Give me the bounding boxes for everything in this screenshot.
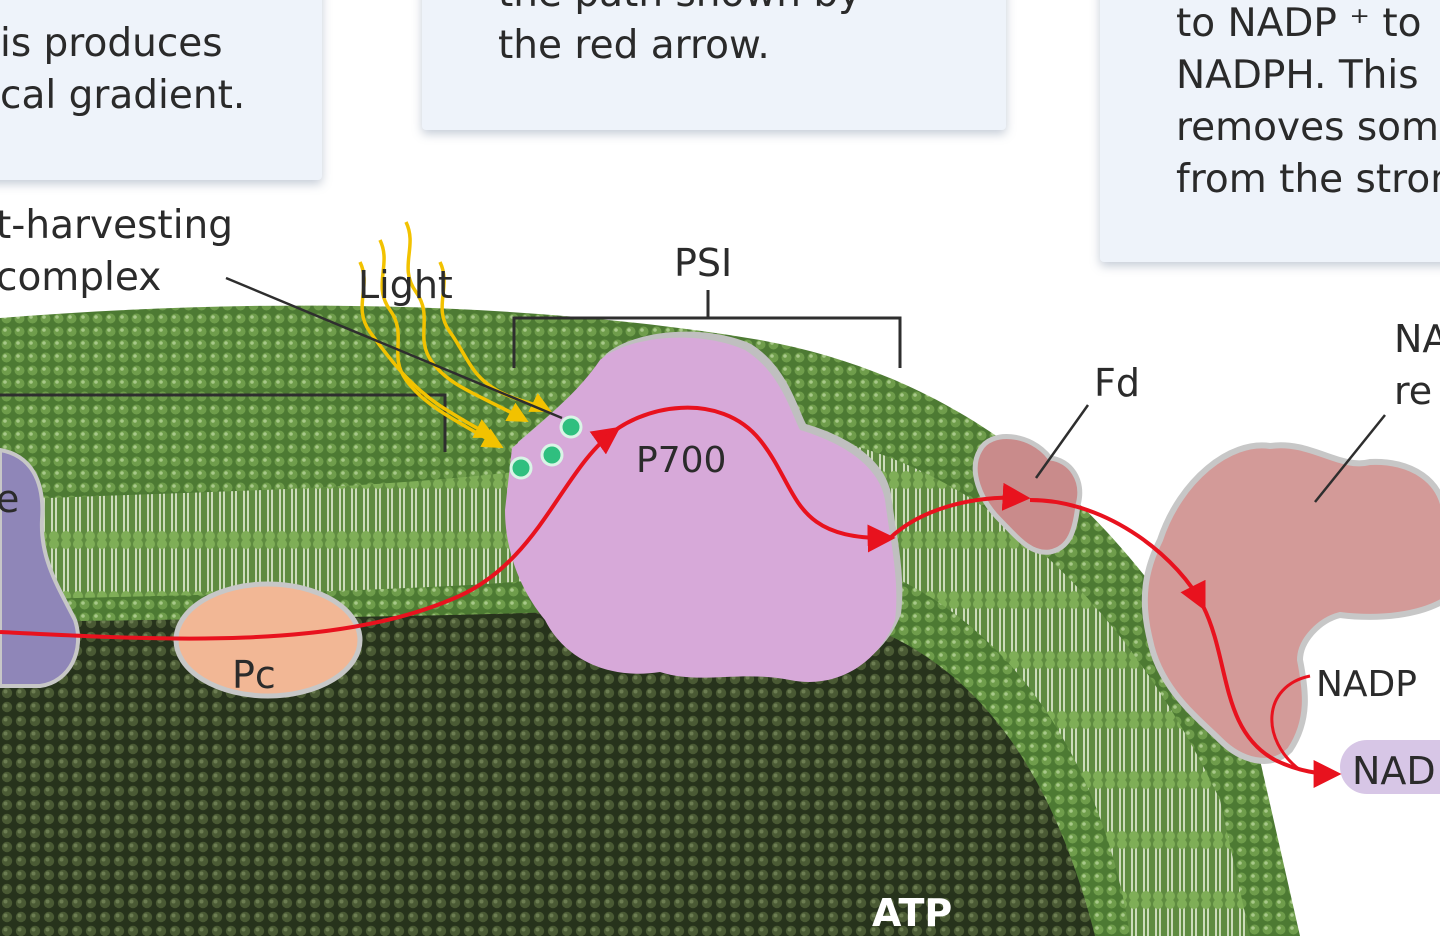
psi-bracket [512, 290, 902, 368]
nadph-label: NAD [1352, 749, 1436, 793]
membrane-inner-surface [0, 560, 1130, 936]
electron-path [0, 405, 1342, 788]
light-harvesting-pigments [509, 415, 583, 480]
nadp-reductase-label-line-1: NA [1394, 317, 1440, 361]
text-box-middle-line-2: the red arrow. [498, 23, 770, 68]
nadp-plus-arrow [1270, 674, 1311, 772]
membrane-bilayer [0, 430, 1250, 936]
light-harvesting-leader [225, 276, 563, 420]
text-box-left-line-1: is produces [0, 21, 223, 66]
left-protein [0, 447, 81, 688]
text-box-right-line-1: to NADP ⁺ to [1176, 1, 1422, 46]
text-box-left: is produces cal gradient. [0, 0, 322, 180]
pc-label: Pc [232, 653, 276, 697]
p700-label: P700 [636, 440, 726, 481]
psi-protein [505, 337, 897, 682]
nadp-reductase-label-line-2: re [1394, 369, 1432, 413]
text-box-right-line-2: NADPH. This [1176, 53, 1419, 98]
nadp-reductase-leader [1314, 414, 1386, 503]
nadp-reductase [1141, 442, 1440, 764]
fd-leader [1034, 404, 1090, 479]
nadph-pill [1340, 740, 1440, 794]
light-harvesting-label-line-1: t-harvesting [0, 203, 233, 248]
nadp-plus-label: NADP [1316, 664, 1417, 705]
text-box-right-line-4: from the stron [1176, 157, 1440, 202]
left-protein-label: e [0, 477, 19, 521]
text-box-right: to NADP ⁺ to NADPH. This removes some fr… [1100, 0, 1440, 262]
text-box-right-line-3: removes some [1176, 105, 1440, 150]
text-box-middle: the path shown by the red arrow. [422, 0, 1006, 130]
light-label: Light [358, 263, 453, 307]
left-bracket [0, 393, 447, 452]
psi-label: PSI [674, 241, 732, 285]
fd-label: Fd [1094, 361, 1140, 405]
light-harvesting-label-line-2: complex [0, 255, 161, 300]
atp-label: ATP [872, 891, 952, 935]
text-box-middle-line-1: the path shown by [498, 0, 861, 20]
text-box-left-line-2: cal gradient. [0, 73, 246, 118]
